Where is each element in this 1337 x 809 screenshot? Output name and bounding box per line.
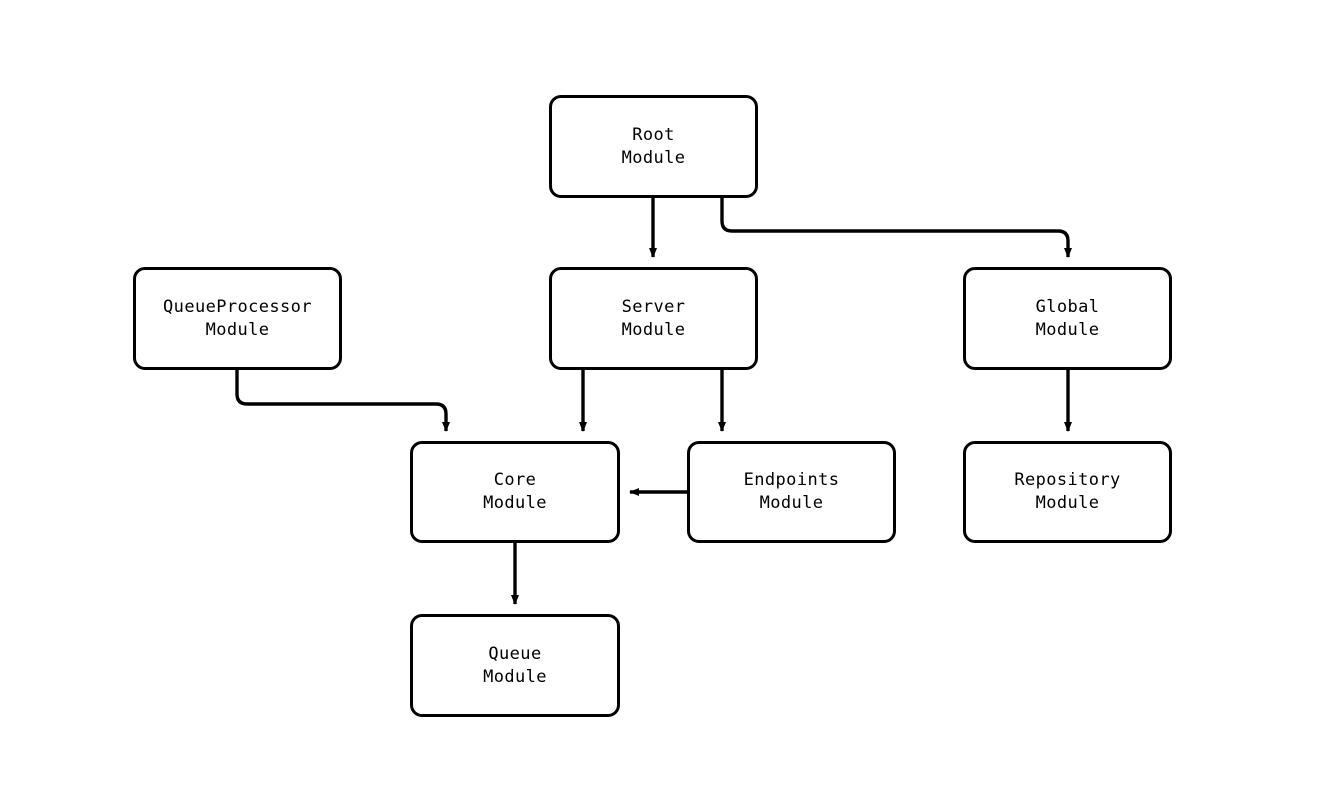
node-endpoints-module[interactable]: Endpoints Module — [687, 441, 896, 543]
node-queueprocessor-module-line2: Module — [205, 319, 270, 340]
node-repository-module-line1: Repository — [1014, 470, 1121, 490]
node-endpoints-module-line2: Module — [759, 493, 824, 513]
edge-queueprocessor-to-core — [235, 370, 450, 432]
node-server-module-line2: Module — [621, 319, 686, 340]
node-server-module-line1: Server — [621, 296, 686, 317]
node-queueprocessor-module[interactable]: QueueProcessor Module — [133, 267, 342, 370]
node-core-module-line2: Module — [483, 493, 547, 513]
node-root-module-line2: Module — [621, 147, 686, 168]
node-queue-module[interactable]: Queue Module — [410, 614, 620, 717]
node-global-module[interactable]: Global Module — [963, 267, 1172, 370]
edge-root-to-global — [720, 198, 1072, 258]
node-core-module[interactable]: Core Module — [410, 441, 620, 543]
node-queue-module-line1: Queue — [488, 643, 542, 664]
node-repository-module[interactable]: Repository Module — [963, 441, 1172, 543]
node-endpoints-module-line1: Endpoints — [743, 470, 840, 490]
node-queue-module-line2: Module — [483, 666, 547, 687]
node-global-module-line2: Module — [1035, 319, 1100, 340]
node-root-module-line1: Root — [632, 124, 675, 145]
node-repository-module-line2: Module — [1035, 493, 1100, 513]
node-root-module[interactable]: Root Module — [549, 95, 758, 198]
node-global-module-line1: Global — [1035, 296, 1100, 317]
node-core-module-line1: Core — [493, 470, 537, 490]
node-server-module[interactable]: Server Module — [549, 267, 758, 370]
node-queueprocessor-module-line1: QueueProcessor — [163, 296, 312, 317]
